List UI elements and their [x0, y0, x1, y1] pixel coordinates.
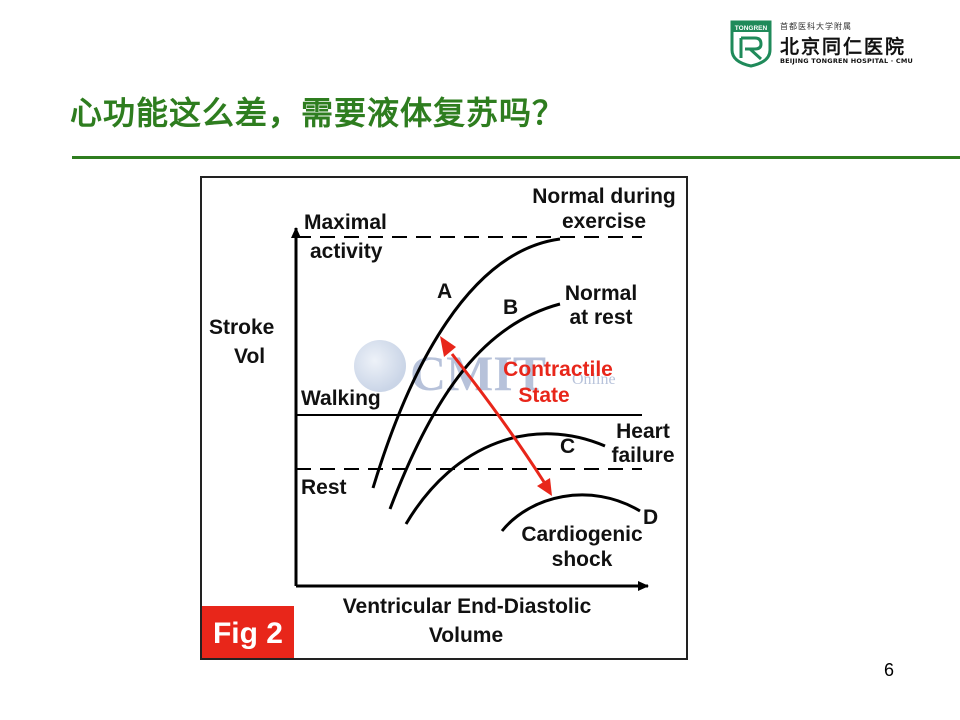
logo-mark-text: TONGREN [735, 25, 768, 32]
curve-label-a: A [437, 280, 452, 303]
note-d-line2: shock [552, 548, 613, 571]
note-b-line2: at rest [569, 306, 632, 329]
note-a-line2: exercise [562, 210, 646, 233]
figure-frame [200, 176, 688, 660]
arrow-label-line2: State [518, 384, 569, 407]
note-a-line1: Normal during [532, 185, 676, 208]
curve-label-b: B [503, 296, 518, 319]
fig-badge-text: Fig 2 [213, 617, 283, 650]
curve-d [500, 493, 641, 532]
title-divider [72, 156, 960, 159]
contractile-arrow-head-up [440, 336, 456, 357]
watermark: CMIT Online [354, 340, 616, 401]
curve-c [404, 432, 606, 525]
logo-university: 首都医科大学附属 [780, 22, 852, 31]
label-maximal-line2: activity [310, 240, 383, 263]
logo-name-cn: 北京同仁医院 [780, 36, 907, 58]
fig-badge [202, 606, 294, 658]
note-b-line1: Normal [565, 282, 637, 305]
contractile-state-arrow [450, 353, 546, 483]
slide-title: 心功能这么差，需要液体复苏吗？ [70, 94, 566, 132]
hospital-emblem-icon: TONGREN [730, 20, 772, 68]
hospital-logo: TONGREN 首都医科大学附属 北京同仁医院 BEIJING TONGREN … [728, 18, 948, 72]
label-walking: Walking [301, 387, 381, 410]
curve-a [371, 237, 561, 489]
arrow-label-line1: Contractile [503, 358, 613, 381]
note-c-line2: failure [611, 444, 674, 467]
note-d-line1: Cardiogenic [521, 523, 643, 546]
curve-label-d: D [643, 506, 658, 529]
curve-label-c: C [560, 435, 575, 458]
x-axis-label-line2: Volume [429, 624, 503, 647]
contractile-arrow-head-down [537, 478, 552, 496]
label-maximal-line1: Maximal [304, 211, 387, 234]
page-number: 6 [884, 660, 895, 680]
label-rest: Rest [301, 476, 347, 499]
frank-starling-figure: CMIT Online Maximal activity Walking Res… [200, 176, 688, 660]
y-axis-label-line2: Vol [234, 345, 265, 368]
x-axis-label-line1: Ventricular End-Diastolic [343, 595, 592, 618]
note-c-line1: Heart [616, 420, 670, 443]
y-axis-label-line1: Stroke [209, 316, 274, 339]
logo-name-en: BEIJING TONGREN HOSPITAL · CMU [780, 57, 914, 65]
watermark-subtext: Online [572, 371, 616, 388]
watermark-globe-icon [354, 340, 406, 392]
